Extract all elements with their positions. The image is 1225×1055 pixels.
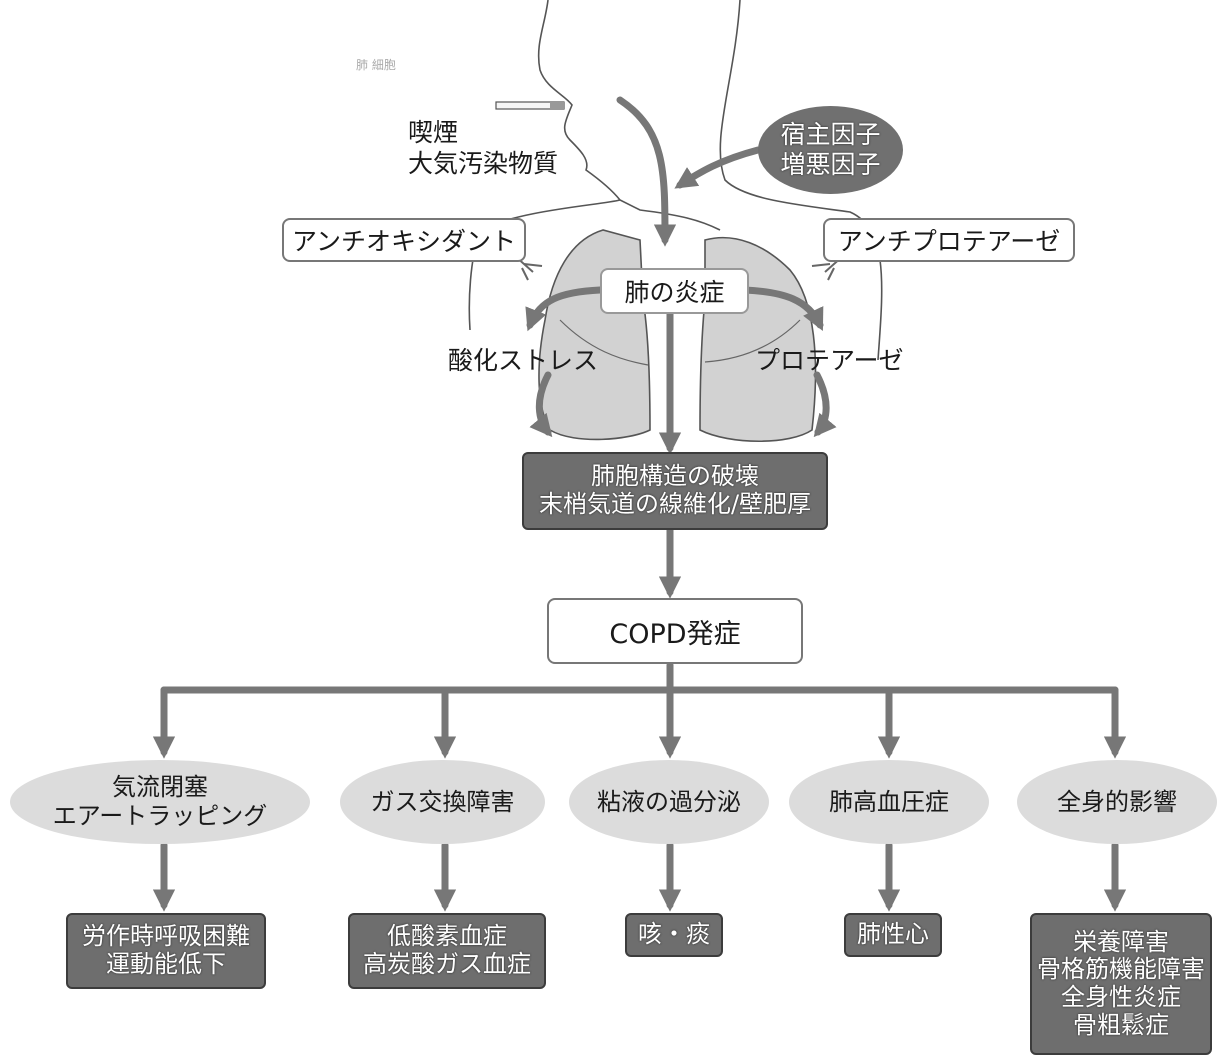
effect-oval-pulmonary-hypertension: 肺高血圧症 [789,760,989,844]
result-box-hypoxemia: 低酸素血症 高炭酸ガス血症 [348,913,546,989]
cigarette-icon [496,102,564,109]
oxidative-stress-label: 酸化ストレス [448,346,598,377]
faint-caption: 肺 細胞 [356,56,396,73]
effect-oval-ph-line1: 肺高血圧症 [829,788,949,817]
antiprotease-box: アンチプロテアーゼ [823,218,1075,262]
result-dyspnea-line1: 労作時呼吸困難 [82,923,250,951]
cause-air-pollution: 大気汚染物質 [408,149,558,180]
result-systemic-line3: 全身性炎症 [1061,984,1181,1012]
lungs-illustration [539,230,816,441]
result-systemic-line2: 骨格筋機能障害 [1037,956,1205,984]
effect-oval-mucus: 粘液の過分泌 [569,760,769,844]
result-box-cough-sputum: 咳・痰 [625,913,723,957]
antioxidant-box: アンチオキシダント [282,218,526,262]
protease-label: プロテアーゼ [755,346,904,377]
result-box-systemic: 栄養障害 骨格筋機能障害 全身性炎症 骨粗鬆症 [1030,913,1212,1055]
destruction-line1: 肺胞構造の破壊 [591,463,759,491]
effect-oval-airflow-line2: エアートラッピング [53,802,268,831]
result-systemic-line1: 栄養障害 [1073,929,1169,957]
copd-onset-box: COPD発症 [547,598,803,664]
alveolar-destruction-box: 肺胞構造の破壊 末梢気道の線維化/壁肥厚 [522,452,828,530]
effect-oval-systemic-line1: 全身的影響 [1057,788,1177,817]
result-systemic-line4: 骨粗鬆症 [1073,1012,1169,1040]
cause-label: 喫煙 大気汚染物質 [408,118,558,179]
effect-oval-gas-exchange-line1: ガス交換障害 [371,788,515,817]
host-factor-oval: 宿主因子 増悪因子 [758,106,903,194]
result-cor-pulmonale-line1: 肺性心 [857,921,929,949]
lung-inflammation-box: 肺の炎症 [600,268,749,314]
result-box-dyspnea: 労作時呼吸困難 運動能低下 [66,913,266,989]
result-dyspnea-line2: 運動能低下 [106,951,226,979]
destruction-line2: 末梢気道の線維化/壁肥厚 [539,491,811,519]
host-factor-line1: 宿主因子 [780,120,880,150]
host-factor-line2: 増悪因子 [780,150,880,180]
effect-oval-systemic: 全身的影響 [1017,760,1217,844]
cause-smoking: 喫煙 [408,118,558,149]
effect-oval-airflow-line1: 気流閉塞 [112,773,208,802]
effect-oval-mucus-line1: 粘液の過分泌 [597,788,741,817]
effect-oval-airflow: 気流閉塞 エアートラッピング [10,760,310,844]
effect-oval-gas-exchange: ガス交換障害 [340,760,545,844]
result-box-cor-pulmonale: 肺性心 [844,913,942,957]
result-hypoxemia-line2: 高炭酸ガス血症 [363,951,531,979]
result-cough-line1: 咳・痰 [638,921,710,949]
result-hypoxemia-line1: 低酸素血症 [387,923,507,951]
